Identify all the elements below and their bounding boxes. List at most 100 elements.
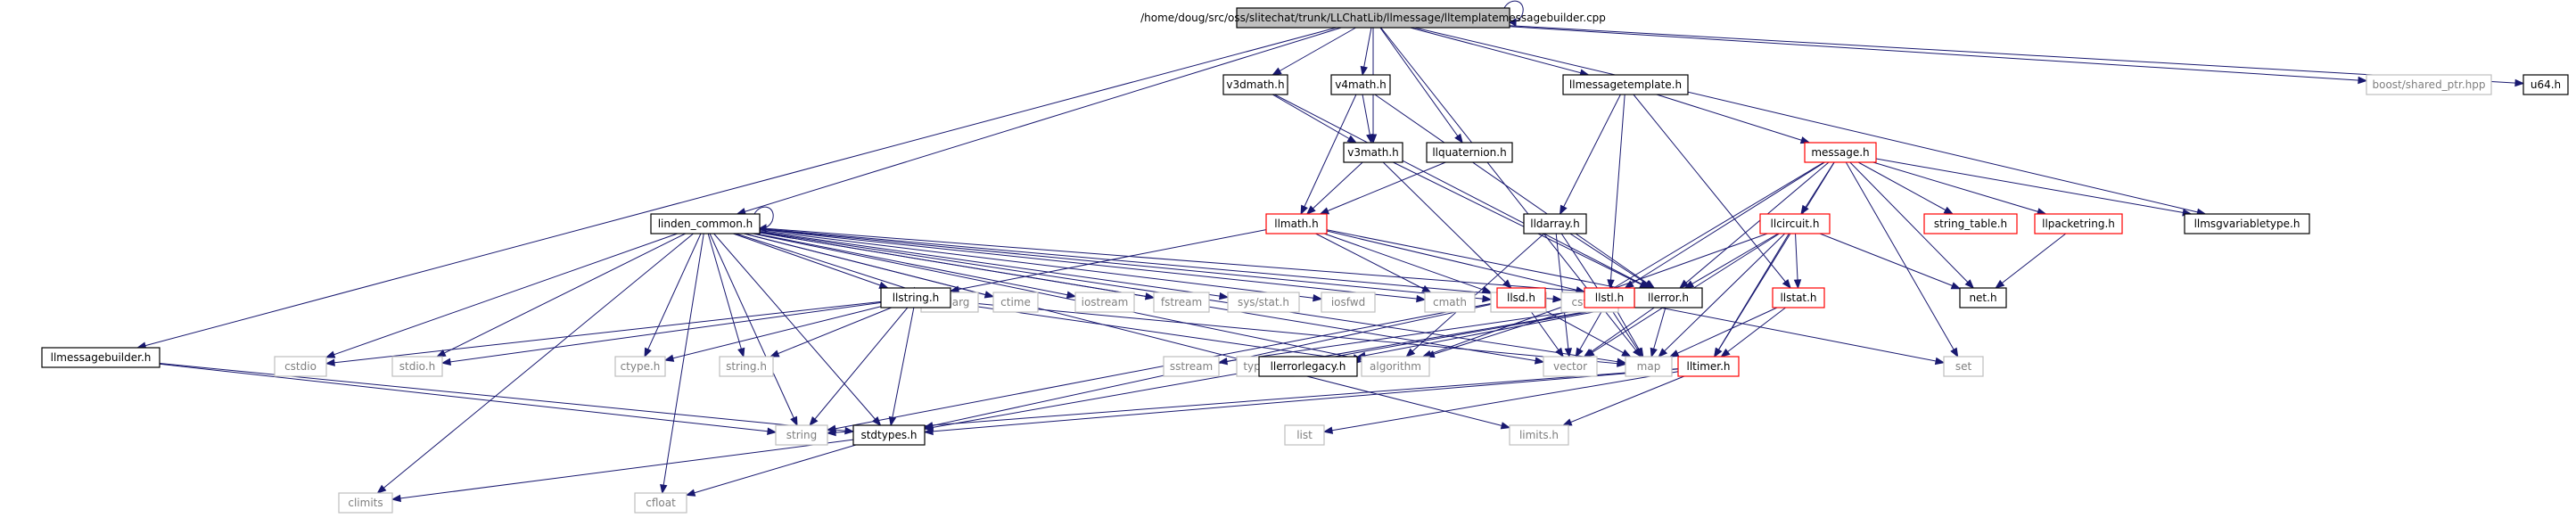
node-llerrorlegacy[interactable]: llerrorlegacy.h <box>1258 356 1358 377</box>
node-llmessagebuilder[interactable]: llmessagebuilder.h <box>41 347 160 368</box>
node-box[interactable] <box>1523 213 1587 234</box>
node-cfloat[interactable]: cfloat <box>634 492 687 514</box>
node-set[interactable]: set <box>1943 356 1984 377</box>
node-box[interactable] <box>775 424 828 446</box>
node-box[interactable] <box>634 492 687 514</box>
node-box[interactable] <box>1222 74 1288 95</box>
node-box[interactable] <box>1625 356 1673 377</box>
node-label: /home/doug/src/oss/slitechat/trunk/LLCha… <box>1140 12 1606 24</box>
node-list[interactable]: list <box>1284 424 1325 446</box>
node-algorithm[interactable]: algorithm <box>1361 356 1430 377</box>
node-box[interactable] <box>2184 213 2310 234</box>
node-llstat[interactable]: llstat.h <box>1772 287 1825 308</box>
node-box[interactable] <box>1236 7 1510 29</box>
node-box[interactable] <box>1759 213 1831 234</box>
node-box[interactable] <box>1562 74 1689 95</box>
node-box[interactable] <box>1543 356 1598 377</box>
node-v4math[interactable]: v4math.h <box>1330 74 1391 95</box>
node-llpacketring[interactable]: llpacketring.h <box>2034 213 2123 234</box>
node-cstdio[interactable]: cstdio <box>274 356 327 377</box>
edge-linden_common-to-vector <box>759 232 1545 365</box>
node-box[interactable] <box>1153 292 1210 313</box>
node-lldarray[interactable]: lldarray.h <box>1523 213 1587 234</box>
node-box[interactable] <box>1426 142 1513 163</box>
node-box[interactable] <box>1943 356 1984 377</box>
node-box[interactable] <box>1074 292 1135 313</box>
node-box[interactable] <box>1509 424 1569 446</box>
node-box[interactable] <box>1321 292 1376 313</box>
node-limits[interactable]: limits.h <box>1509 424 1569 446</box>
node-box[interactable] <box>1258 356 1358 377</box>
node-box[interactable] <box>1330 74 1391 95</box>
node-box[interactable] <box>1496 287 1546 308</box>
node-boost-shared-ptr[interactable]: boost/shared_ptr.hpp <box>2366 74 2492 95</box>
edge-llmath-to-llstl <box>1326 230 1586 294</box>
node-box[interactable] <box>391 356 443 377</box>
node-box[interactable] <box>1227 292 1300 313</box>
node-v3math[interactable]: v3math.h <box>1343 142 1403 163</box>
node-vector[interactable]: vector <box>1543 356 1598 377</box>
node-box[interactable] <box>1361 356 1430 377</box>
node-llmessagetemplate[interactable]: llmessagetemplate.h <box>1562 74 1689 95</box>
node-stdtypes[interactable]: stdtypes.h <box>852 424 926 446</box>
node-v3dmath[interactable]: v3dmath.h <box>1222 74 1288 95</box>
node-string-table[interactable]: string_table.h <box>1923 213 2018 234</box>
node-box[interactable] <box>274 356 327 377</box>
node-box[interactable] <box>1343 142 1403 163</box>
node-cmath[interactable]: cmath <box>1424 292 1476 313</box>
node-iostream[interactable]: iostream <box>1074 292 1135 313</box>
node-box[interactable] <box>338 492 393 514</box>
node-sys-stat[interactable]: sys/stat.h <box>1227 292 1300 313</box>
node-box[interactable] <box>1804 142 1877 163</box>
node-label: v3math.h <box>1347 146 1399 159</box>
node-string[interactable]: string <box>775 424 828 446</box>
node-box[interactable] <box>852 424 926 446</box>
node-box[interactable] <box>1959 287 2007 308</box>
node-llstring[interactable]: llstring.h <box>880 287 951 308</box>
node-llcircuit[interactable]: llcircuit.h <box>1759 213 1831 234</box>
node-llstl[interactable]: llstl.h <box>1584 287 1635 308</box>
node-stdio[interactable]: stdio.h <box>391 356 443 377</box>
node-string-h[interactable]: string.h <box>719 356 774 377</box>
node-linden-common[interactable]: linden_common.h <box>650 213 761 234</box>
node-llmath[interactable]: llmath.h <box>1265 213 1328 234</box>
node-box[interactable] <box>1923 213 2018 234</box>
node-box[interactable] <box>1163 356 1220 377</box>
node-u64[interactable]: u64.h <box>2523 74 2569 95</box>
node-box[interactable] <box>880 287 951 308</box>
node-map[interactable]: map <box>1625 356 1673 377</box>
node-box[interactable] <box>2366 74 2492 95</box>
node-llmsgvariabletype[interactable]: llmsgvariabletype.h <box>2184 213 2310 234</box>
edge-v3math-to-llsd <box>1382 161 1512 289</box>
node-ctime[interactable]: ctime <box>992 292 1039 313</box>
node-root[interactable]: /home/doug/src/oss/slitechat/trunk/LLCha… <box>1140 7 1606 29</box>
node-iosfwd[interactable]: iosfwd <box>1321 292 1376 313</box>
node-box[interactable] <box>2523 74 2569 95</box>
node-box[interactable] <box>1584 287 1635 308</box>
node-llquaternion[interactable]: llquaternion.h <box>1426 142 1513 163</box>
node-sstream[interactable]: sstream <box>1163 356 1220 377</box>
node-box[interactable] <box>650 213 761 234</box>
node-fstream[interactable]: fstream <box>1153 292 1210 313</box>
node-box[interactable] <box>2034 213 2123 234</box>
node-llsd[interactable]: llsd.h <box>1496 287 1546 308</box>
node-box[interactable] <box>719 356 774 377</box>
node-llerror[interactable]: llerror.h <box>1634 287 1703 308</box>
node-climits[interactable]: climits <box>338 492 393 514</box>
edge-llsd-to-vector <box>1527 307 1564 358</box>
edge-llstring-to-cstdio <box>325 300 882 366</box>
node-ctype[interactable]: ctype.h <box>614 356 666 377</box>
node-box[interactable] <box>1284 424 1325 446</box>
node-box[interactable] <box>1772 287 1825 308</box>
node-lltimer[interactable]: lltimer.h <box>1677 356 1740 377</box>
node-box[interactable] <box>41 347 160 368</box>
node-box[interactable] <box>614 356 666 377</box>
node-box[interactable] <box>1265 213 1328 234</box>
edge-linden_common-to-iostream <box>754 233 1077 299</box>
node-box[interactable] <box>1677 356 1740 377</box>
node-label: llerror.h <box>1648 292 1689 304</box>
node-net[interactable]: net.h <box>1959 287 2007 308</box>
node-box[interactable] <box>1424 292 1476 313</box>
node-box[interactable] <box>992 292 1039 313</box>
node-message[interactable]: message.h <box>1804 142 1877 163</box>
